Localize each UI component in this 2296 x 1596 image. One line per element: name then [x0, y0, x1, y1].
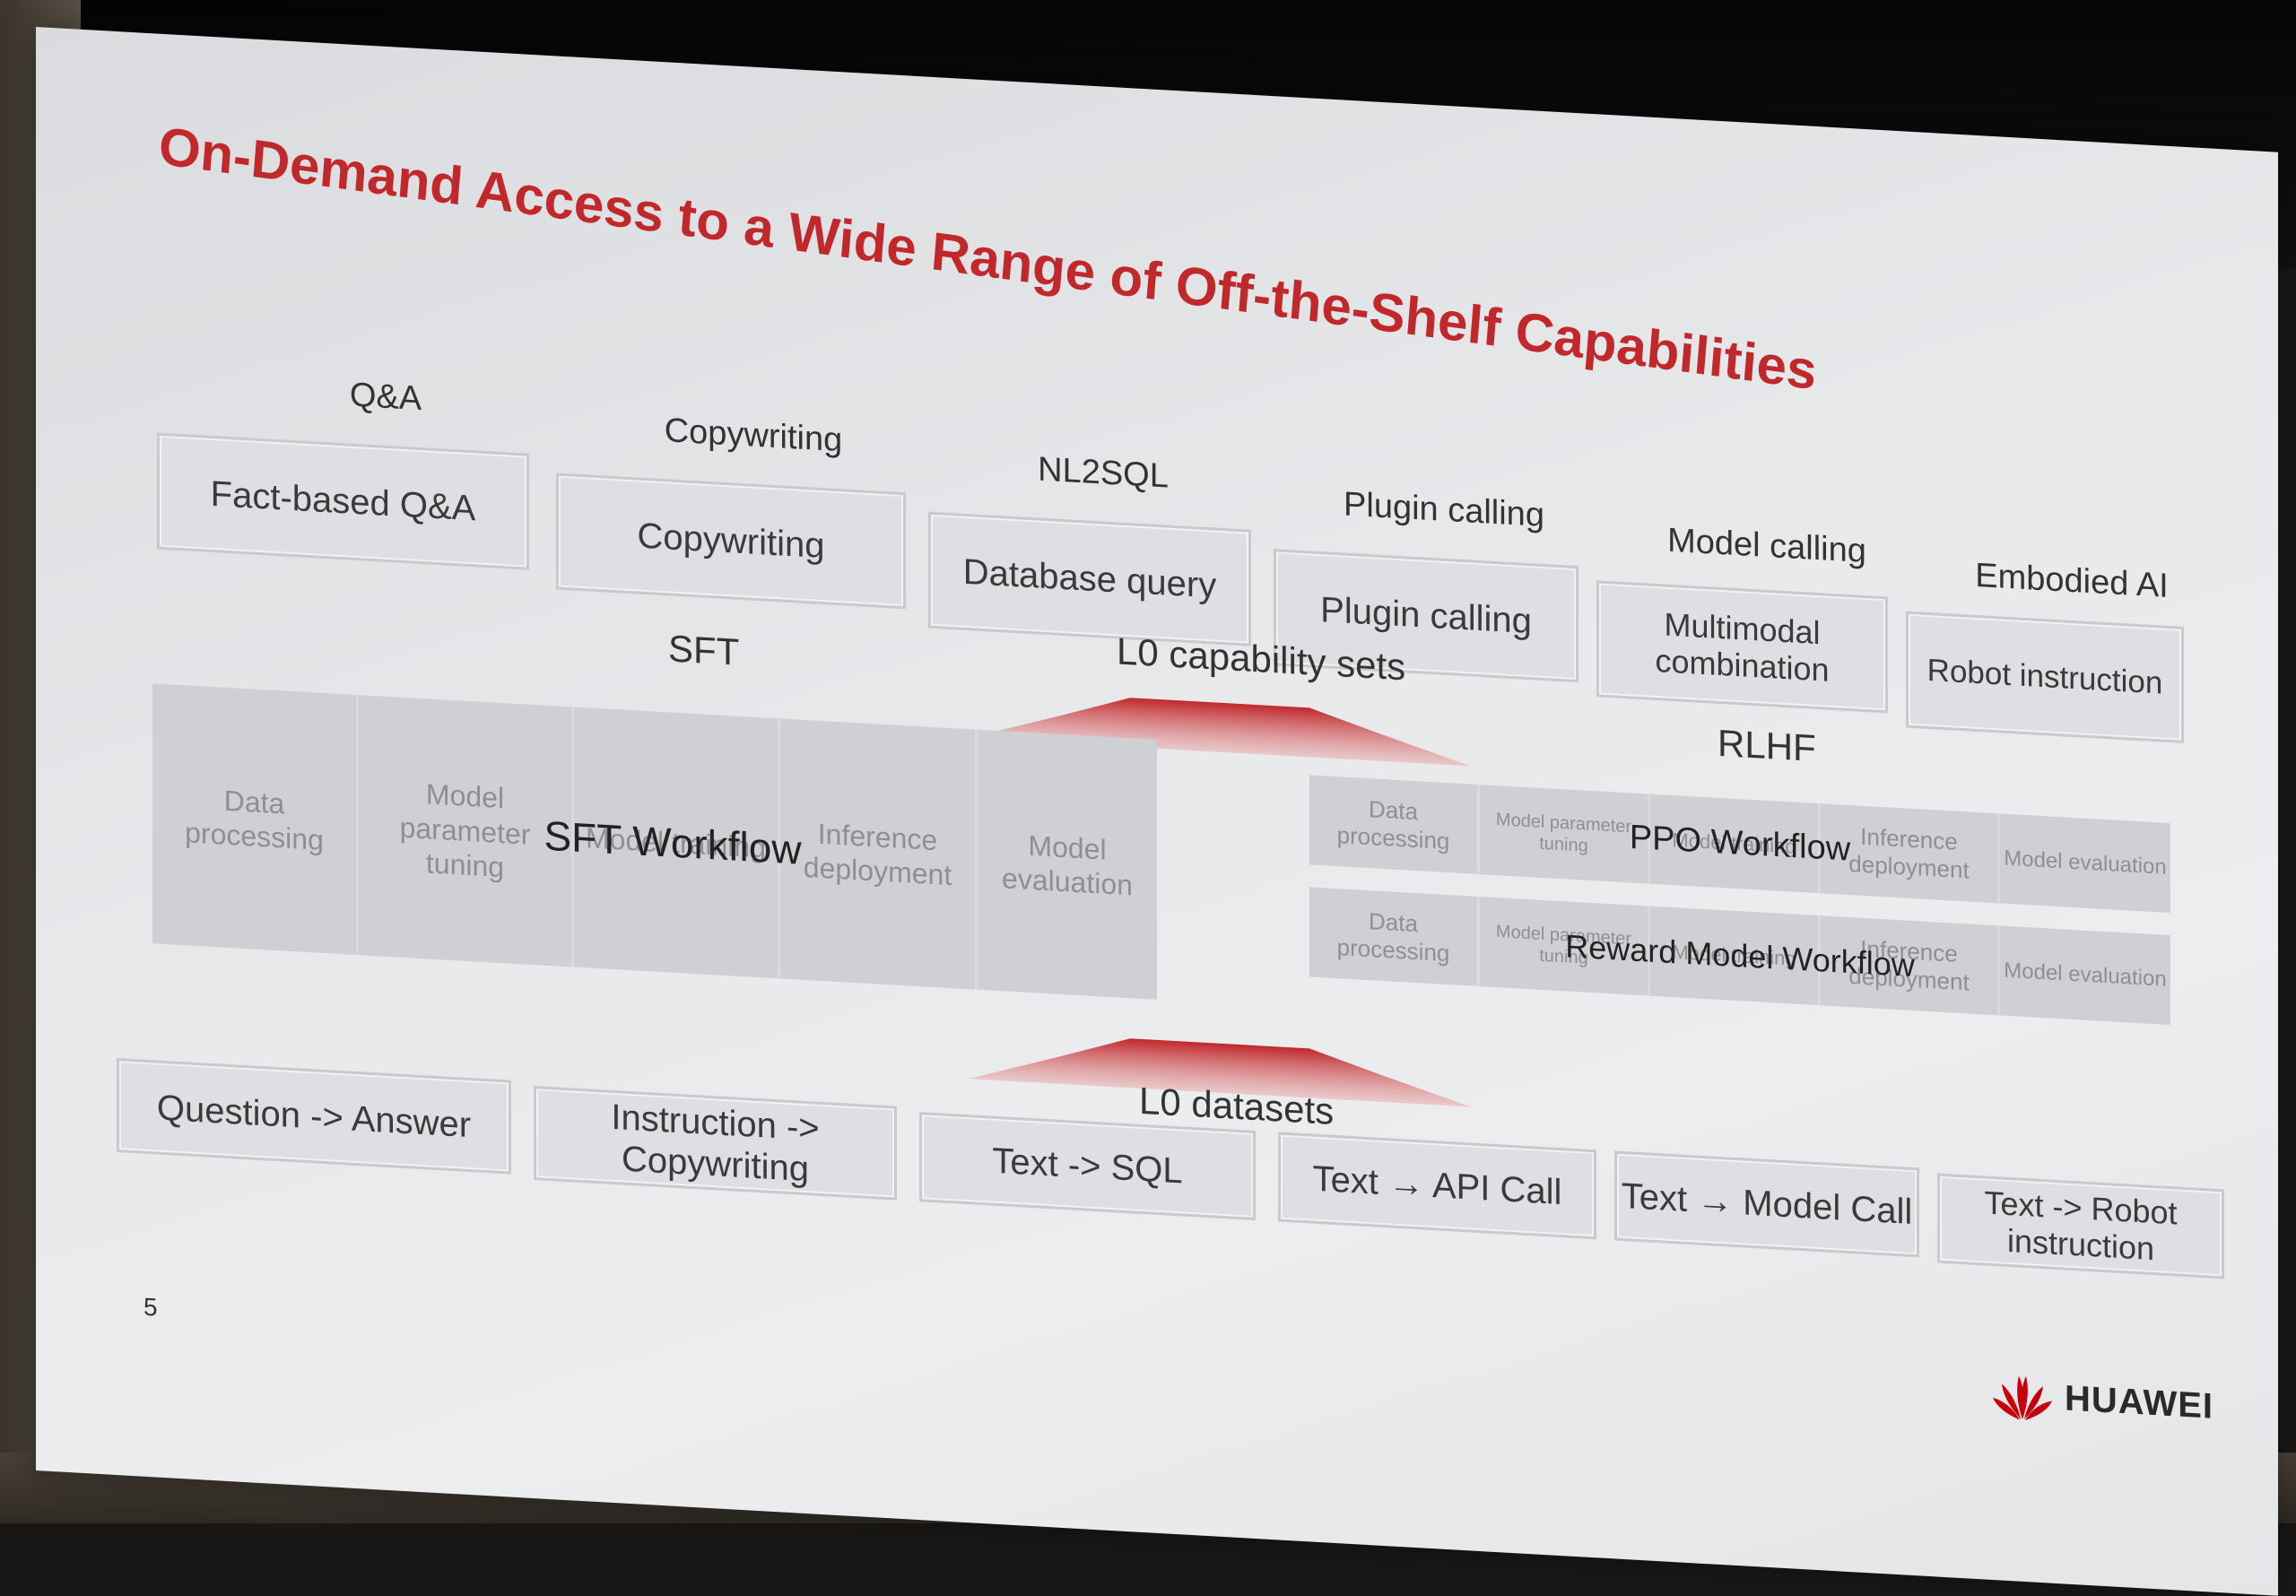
projection-screen: On-Demand Access to a Wide Range of Off-… — [36, 27, 2278, 1596]
dataset-box-qa: Question -> Answer — [117, 1058, 511, 1175]
capability-label-embodied: Embodied AI — [1975, 556, 2169, 605]
capability-label-plugin: Plugin calling — [1344, 485, 1544, 535]
logo-text: HUAWEI — [2065, 1377, 2213, 1427]
capability-label-nl2sql: NL2SQL — [1038, 450, 1169, 496]
capability-box-copywriting: Copywriting — [556, 473, 906, 610]
capability-box-qa: Fact-based Q&A — [157, 432, 529, 570]
capability-label-qa: Q&A — [349, 376, 422, 419]
ppo-step-data-processing: Data processing — [1309, 775, 1480, 875]
dataset-box-api: Text → API Call — [1278, 1132, 1596, 1240]
capability-box-nl2sql: Database query — [928, 511, 1251, 646]
dataset-box-robot: Text -> Robot instruction — [1937, 1173, 2224, 1279]
reward-step-evaluation: Model evaluation — [2004, 958, 2167, 992]
huawei-logo: HUAWEI — [1991, 1369, 2213, 1432]
ppo-step-parameter-tuning: Model parameter tuning — [1480, 785, 1650, 884]
ppo-step-evaluation: Model evaluation — [2004, 846, 2167, 880]
sft-label: SFT — [668, 627, 740, 673]
reward-step-data-processing: Data processing — [1309, 887, 1480, 987]
dataset-box-model-call: Text → Model Call — [1614, 1150, 1919, 1258]
upward-arrow-icon — [969, 1038, 1471, 1107]
rlhf-label: RLHF — [1718, 721, 1816, 769]
sft-step-parameter-tuning: Model parameter tuning — [359, 695, 574, 967]
sft-workflow: Data processing Model parameter tuning M… — [152, 683, 1157, 1000]
capability-box-model: Multimodal combination — [1596, 580, 1888, 714]
dataset-box-copywriting: Instruction -> Copywriting — [534, 1086, 897, 1201]
dataset-box-sql: Text -> SQL — [919, 1112, 1256, 1221]
ppo-workflow: Data processing Model parameter tuning M… — [1309, 775, 2170, 914]
upward-arrow-icon — [969, 698, 1471, 767]
sft-step-evaluation: Model evaluation — [1002, 828, 1133, 902]
huawei-logo-icon — [1993, 1375, 2052, 1421]
page-number: 5 — [144, 1292, 158, 1322]
capability-label-model: Model calling — [1667, 521, 1866, 571]
sft-step-inference: Inference deployment — [780, 718, 978, 990]
capability-box-embodied: Robot instruction — [1906, 611, 2184, 743]
reward-model-workflow: Data processing Model parameter tuning M… — [1309, 887, 2170, 1026]
capability-label-copywriting: Copywriting — [664, 412, 843, 460]
sft-step-data-processing: Data processing — [152, 683, 359, 956]
